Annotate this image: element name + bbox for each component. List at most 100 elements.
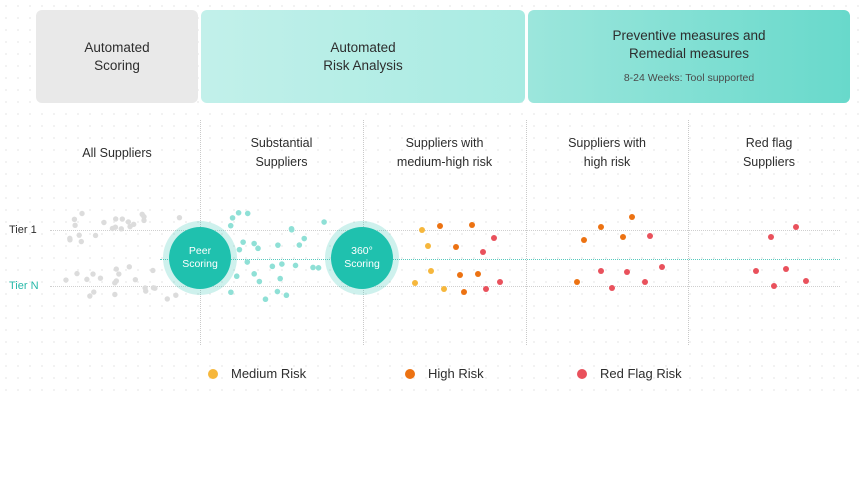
supplier-dot (173, 292, 179, 298)
phase-automated-risk-analysis: Automated Risk Analysis (201, 10, 525, 103)
supplier-dot (143, 288, 149, 294)
risk-dot (480, 249, 486, 255)
phase-title: Automated Risk Analysis (323, 39, 403, 73)
supplier-dot (126, 264, 133, 270)
risk-dot (598, 268, 604, 274)
supplier-dot (228, 289, 234, 296)
tier-1-guide-line (50, 230, 840, 231)
supplier-dot (71, 216, 78, 223)
supplier-dot (244, 210, 251, 217)
supplier-dot (78, 238, 84, 245)
supplier-dot (113, 278, 120, 284)
supplier-dot (116, 271, 122, 277)
supplier-dot (274, 288, 281, 295)
phase-subtitle: 8-24 Weeks: Tool supported (623, 71, 755, 84)
supplier-dot (269, 263, 276, 270)
supplier-dot (90, 271, 96, 277)
column-header-medium-high-risk: Suppliers with medium-high risk (396, 136, 493, 169)
supplier-dot (164, 296, 170, 302)
supplier-dot (235, 209, 242, 216)
supplier-dot (76, 232, 82, 238)
supplier-dot (113, 216, 119, 222)
tier-n-label: Tier N (9, 280, 39, 292)
supplier-dot (262, 296, 269, 303)
risk-dot (609, 285, 615, 291)
red-flag-risk-dot-icon (577, 368, 587, 379)
supplier-dot (288, 227, 295, 233)
360-scoring-badge: 360° Scoring (331, 227, 393, 289)
risk-dot (624, 269, 630, 275)
risk-dot (441, 286, 447, 292)
risk-dot (574, 279, 580, 285)
risk-dot (581, 237, 587, 243)
supplier-dot (63, 277, 69, 283)
supplier-dot (310, 264, 316, 271)
column-header-red-flag: Red flag Suppliers (742, 136, 796, 169)
supplier-dot (97, 275, 104, 281)
risk-dot (753, 268, 759, 274)
supplier-dot (251, 240, 257, 247)
supplier-dots (63, 209, 809, 303)
360-scoring-label: 360° Scoring (344, 245, 380, 270)
supplier-dot (101, 219, 107, 226)
supplier-dot (321, 219, 327, 225)
supplier-dot (176, 214, 183, 221)
column-divider (526, 120, 527, 345)
risk-dot (453, 244, 459, 250)
supplier-dot (141, 217, 147, 224)
supplier-dot (233, 273, 240, 280)
supplier-dot (118, 226, 125, 232)
risk-dot (425, 243, 431, 249)
supplier-dot (283, 292, 290, 299)
supplier-dot (236, 246, 243, 253)
supplier-dot (132, 276, 139, 283)
legend-label: Red Flag Risk (600, 366, 682, 381)
tier-separator-line (160, 259, 840, 260)
supplier-dot (229, 215, 236, 221)
tier-1-label: Tier 1 (9, 224, 37, 236)
supplier-dot (296, 242, 303, 248)
supplier-dot (279, 261, 285, 267)
phase-title: Automated Scoring (84, 39, 150, 73)
supplier-dot (84, 276, 90, 283)
risk-dot (469, 222, 475, 228)
legend-label: High Risk (428, 366, 484, 381)
supplier-dot (292, 262, 299, 269)
phase-preventive-remedial-measures: Preventive measures and Remedial measure… (528, 10, 850, 103)
risk-dot (629, 214, 635, 220)
supplier-dot (275, 242, 281, 248)
risk-dot (783, 266, 789, 272)
supplier-dot (301, 235, 308, 242)
supplier-dot (256, 278, 263, 285)
risk-dot (428, 268, 434, 274)
risk-dot (457, 272, 463, 278)
supplier-dot (112, 291, 118, 298)
risk-dot (483, 286, 489, 292)
column-divider (688, 120, 689, 345)
phase-automated-scoring: Automated Scoring (36, 10, 198, 103)
supplier-dot (92, 232, 99, 239)
medium-risk-dot-icon (208, 368, 218, 379)
supplier-dot (150, 267, 156, 274)
supplier-dot (113, 266, 119, 272)
risk-dot (491, 235, 497, 241)
peer-scoring-label: Peer Scoring (182, 245, 218, 270)
risk-dot (475, 271, 481, 277)
peer-scoring-badge: Peer Scoring (169, 227, 231, 289)
risk-dot (768, 234, 774, 240)
phase-title: Preventive measures and Remedial measure… (612, 27, 766, 61)
risk-dot (412, 280, 418, 286)
supplier-dot (74, 270, 80, 277)
supplier-dot (79, 210, 85, 217)
supplier-dot (315, 265, 322, 271)
supplier-dot (227, 222, 234, 229)
legend-label: Medium Risk (231, 366, 307, 381)
supplier-dot (91, 289, 97, 295)
risk-dot (647, 233, 653, 239)
supplier-dot (127, 223, 133, 230)
risk-dot (419, 227, 425, 233)
supplier-dot (255, 245, 261, 252)
legend-medium-risk: Medium Risk (208, 366, 306, 381)
supplier-dot (125, 219, 132, 225)
risk-dot (659, 264, 665, 270)
